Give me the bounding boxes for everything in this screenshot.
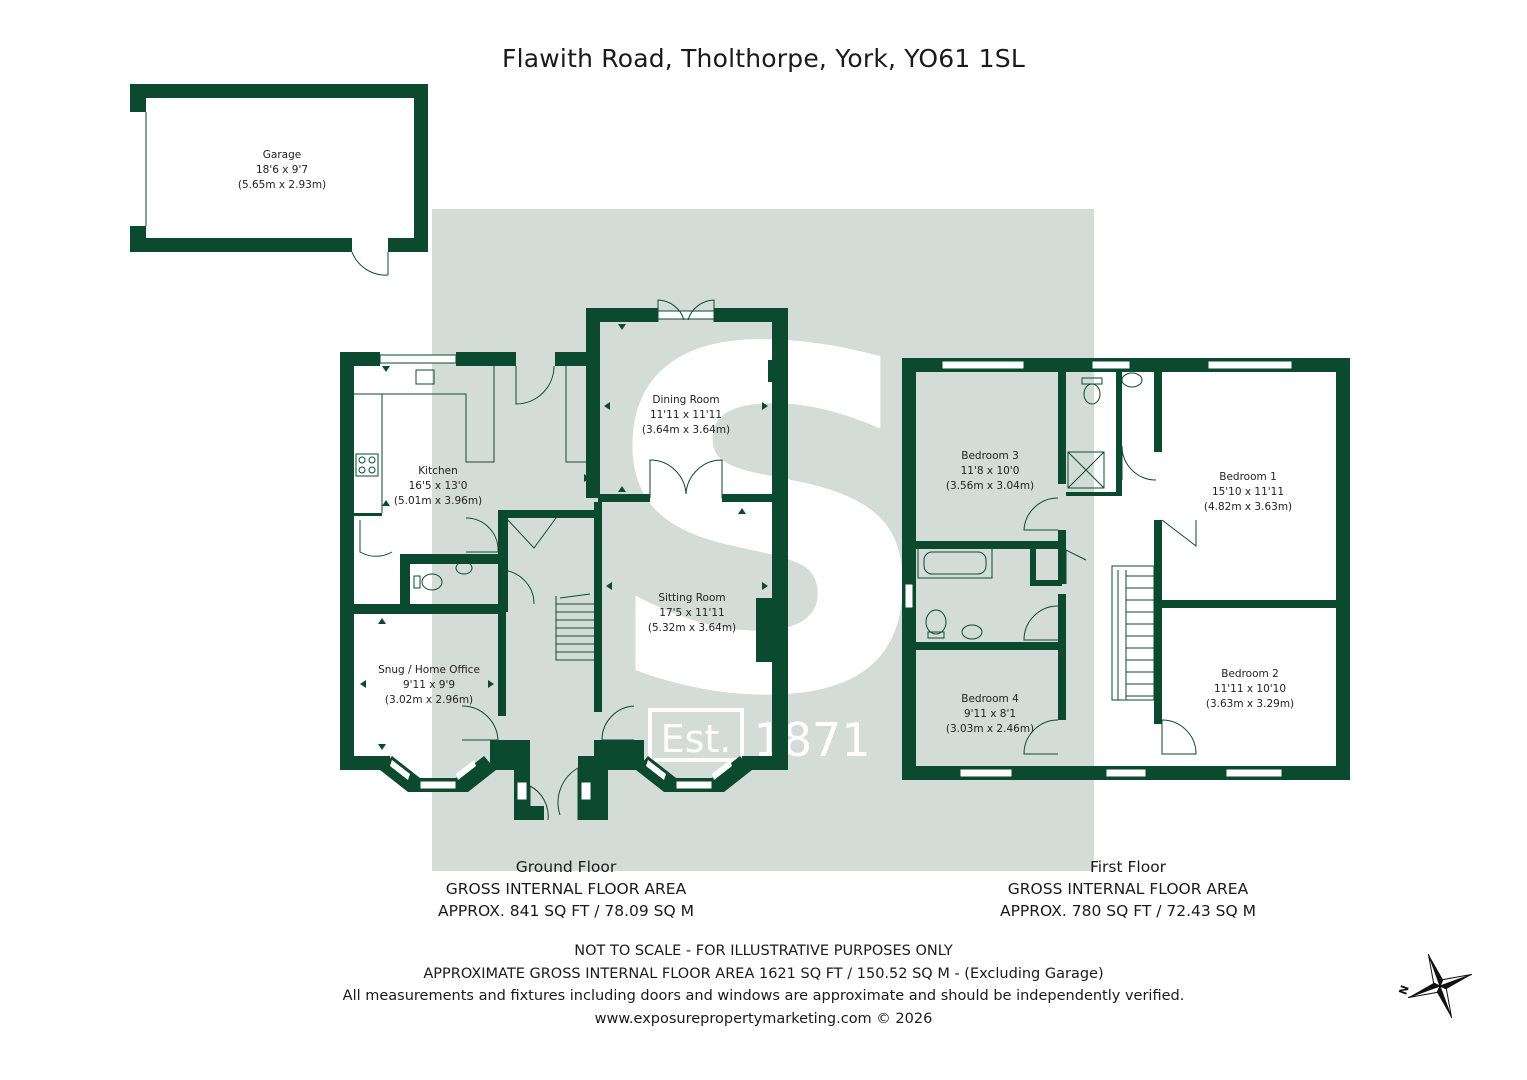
room-dining: Dining Room 11'11 x 11'11 (3.64m x 3.64m… [626,393,746,438]
room-imperial: 11'8 x 10'0 [960,465,1020,477]
footer-line-2: APPROXIMATE GROSS INTERNAL FLOOR AREA 16… [423,965,1104,982]
ground-floor-label: Ground Floor [515,858,617,876]
watermark-est-box [648,708,744,762]
plan-title: Flawith Road, Tholthorpe, York, YO61 1SL [502,44,1025,73]
snug-bay-window [380,756,496,792]
ground-floor-doors [359,299,723,821]
room-bedroom-4: Bedroom 4 9'11 x 8'1 (3.03m x 2.46m) [930,692,1050,737]
room-metric: (3.64m x 3.64m) [641,424,731,436]
room-metric: (3.03m x 2.46m) [945,723,1035,735]
first-floor-windows [904,360,1293,778]
kitchen-fixtures [354,366,598,661]
room-bedroom-2: Bedroom 2 11'11 x 10'10 (3.63m x 3.29m) [1190,667,1310,712]
room-metric: (4.82m x 3.63m) [1203,501,1293,513]
room-metric: (5.01m x 3.96m) [393,495,483,507]
compass-rose-icon: N [1396,953,1473,1019]
room-metric: (3.02m x 2.96m) [384,694,474,706]
room-snug: Snug / Home Office 9'11 x 9'9 (3.02m x 2… [364,663,494,708]
room-metric: (3.63m x 3.29m) [1205,698,1295,710]
footer-line-4: www.exposurepropertymarketing.com © 2026 [594,1010,933,1027]
room-name: Sitting Room [658,592,726,604]
room-bedroom-3: Bedroom 3 11'8 x 10'0 (3.56m x 3.04m) [930,449,1050,494]
room-sitting: Sitting Room 17'5 x 11'11 (5.32m x 3.64m… [632,591,752,636]
dimension-arrows [360,324,768,750]
first-floor-area-value: APPROX. 780 SQ FT / 72.43 SQ M [999,902,1257,920]
ground-floor-area-value: APPROX. 841 SQ FT / 78.09 SQ M [437,902,695,920]
first-floor-label: First Floor [1089,858,1167,876]
room-name: Kitchen [418,465,458,477]
ground-floor-area-heading: GROSS INTERNAL FLOOR AREA [445,880,687,898]
watermark-est: Est. [661,717,732,761]
sitting-bay-window [636,756,752,792]
footer-line-1: NOT TO SCALE - FOR ILLUSTRATIVE PURPOSES… [574,943,953,959]
room-kitchen: Kitchen 16'5 x 13'0 (5.01m x 3.96m) [378,464,498,509]
room-metric: (5.65m x 2.93m) [237,179,327,191]
ground-floor-caption: Ground Floor GROSS INTERNAL FLOOR AREA A… [416,856,716,922]
room-imperial: 16'5 x 13'0 [408,480,468,492]
room-name: Dining Room [652,394,720,406]
room-garage: Garage 18'6 x 9'7 (5.65m x 2.93m) [232,148,332,193]
room-name: Bedroom 1 [1219,471,1277,483]
room-metric: (5.32m x 3.64m) [647,622,737,634]
room-bedroom-1: Bedroom 1 15'10 x 11'11 (4.82m x 3.63m) [1188,470,1308,515]
first-floor-caption: First Floor GROSS INTERNAL FLOOR AREA AP… [978,856,1278,922]
compass-north-label: N [1396,984,1411,997]
room-imperial: 11'11 x 11'11 [649,409,723,421]
room-imperial: 15'10 x 11'11 [1211,486,1285,498]
room-name: Bedroom 4 [961,693,1019,705]
footer-line-3: All measurements and fixtures including … [342,988,1185,1004]
room-name: Bedroom 2 [1221,668,1279,680]
room-name: Snug / Home Office [378,664,480,676]
garage-door [351,251,389,276]
disclaimer-footer: NOT TO SCALE - FOR ILLUSTRATIVE PURPOSES… [0,940,1527,1030]
room-imperial: 17'5 x 11'11 [659,607,725,619]
room-imperial: 11'11 x 10'10 [1213,683,1287,695]
room-name: Bedroom 3 [961,450,1019,462]
room-imperial: 9'11 x 8'1 [963,708,1017,720]
watermark-letter: S [599,252,938,799]
first-floor-fixtures [917,372,1197,755]
first-floor-area-heading: GROSS INTERNAL FLOOR AREA [1007,880,1249,898]
room-imperial: 18'6 x 9'7 [255,164,309,176]
room-metric: (3.56m x 3.04m) [945,480,1035,492]
ground-floor-walls [340,308,788,820]
garage-walls [130,84,428,252]
room-name: Garage [262,149,302,161]
room-imperial: 9'11 x 9'9 [402,679,456,691]
